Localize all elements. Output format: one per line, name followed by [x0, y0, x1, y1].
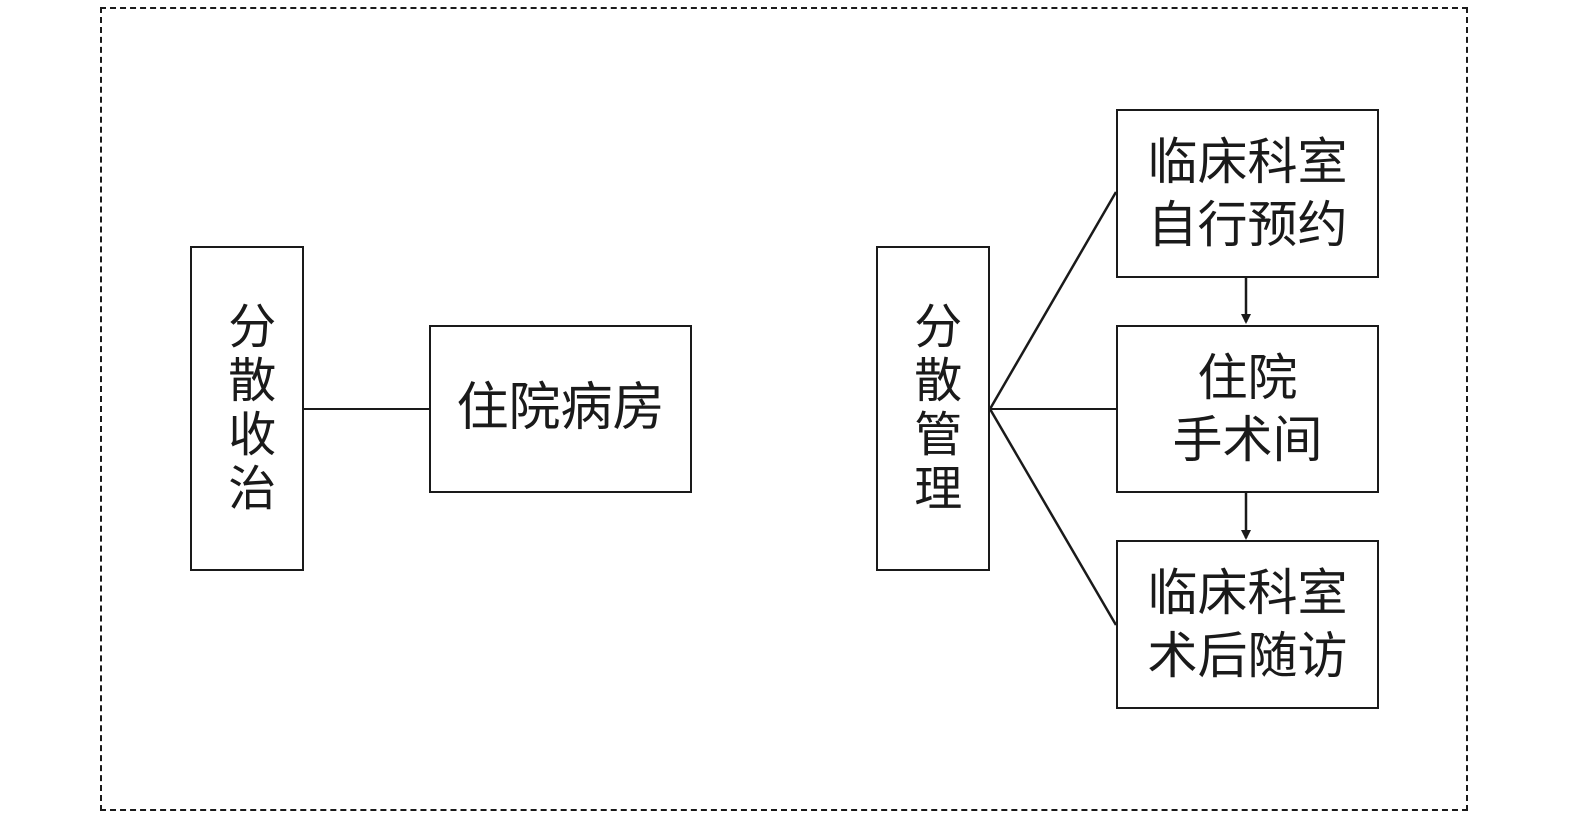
node-step-2-label: 住院 手术间 [1172, 348, 1323, 470]
node-decentralized-management: 分散管理 [876, 246, 990, 571]
node-step-3-label: 临床科室 术后随访 [1147, 564, 1348, 685]
connector-to-step3 [988, 408, 1118, 626]
connector-to-step1 [988, 191, 1118, 410]
node-decentralized-admission-label: 分散收治 [219, 300, 276, 517]
node-step-3: 临床科室 术后随访 [1116, 540, 1379, 709]
node-step-2: 住院 手术间 [1116, 325, 1379, 493]
node-step-1-label: 临床科室 自行预约 [1147, 133, 1348, 254]
node-decentralized-management-label: 分散管理 [905, 300, 962, 517]
dashed-boundary [100, 7, 1468, 811]
node-step-1: 临床科室 自行预约 [1116, 109, 1379, 278]
node-inpatient-ward-label: 住院病房 [456, 378, 665, 439]
node-inpatient-ward: 住院病房 [429, 325, 692, 493]
node-decentralized-admission: 分散收治 [190, 246, 304, 571]
